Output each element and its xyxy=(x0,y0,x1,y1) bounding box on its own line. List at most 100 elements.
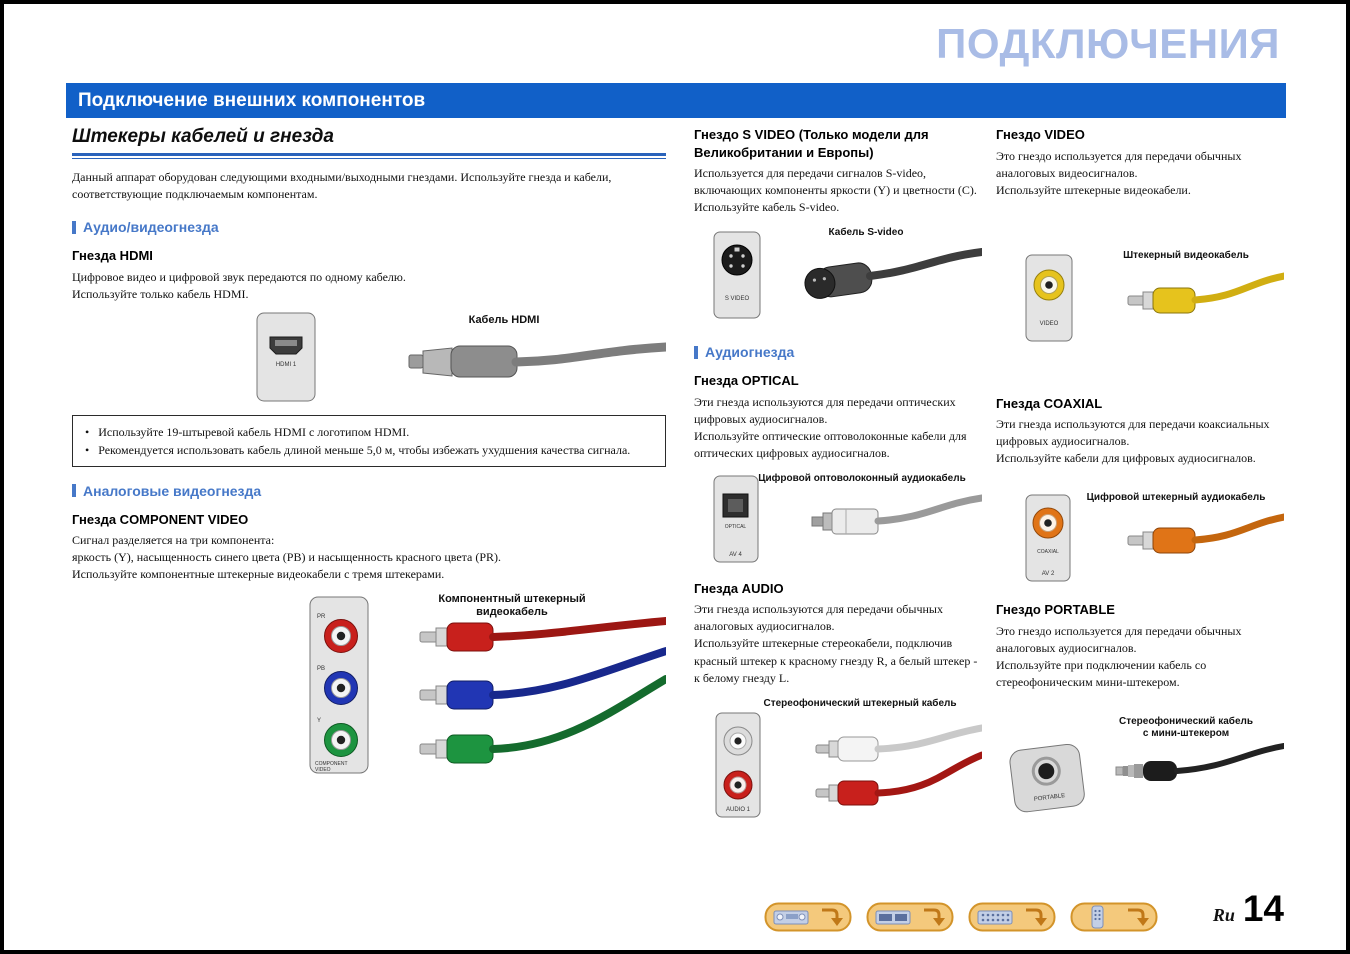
audio-plugs-icon xyxy=(815,724,982,806)
page-number: 14 xyxy=(1242,888,1284,929)
portable-jack-icon: PORTABLE xyxy=(1009,743,1085,813)
nav-remote-control-button[interactable] xyxy=(1070,902,1158,932)
portable-jack-label: PORTABLE xyxy=(1034,793,1066,803)
nav-front-display-button[interactable] xyxy=(866,902,954,932)
subsection-audio-video: Аудио/видеогнезда xyxy=(72,219,666,235)
front-display-icon xyxy=(875,910,911,925)
subsection-marker-icon xyxy=(72,220,76,234)
audio-figure: Стереофонический штекерный кабель AUDIO … xyxy=(715,697,982,818)
subsection-audio-video-label: Аудио/видеогнезда xyxy=(83,219,219,236)
hdmi-description: Цифровое видео и цифровой звук передаютс… xyxy=(72,269,406,301)
component-jack-label-y: Y xyxy=(317,718,321,724)
component-jack-label-pb: PB xyxy=(317,666,325,672)
component-cable-label-line1: Компонентный штекерный xyxy=(438,593,585,605)
hdmi-figure: HDMI 1 Кабель HDMI xyxy=(256,312,666,402)
video-jack-icon: VIDEO xyxy=(1025,254,1073,342)
portable-cable-label-line2: с мини-штекером xyxy=(1143,728,1229,739)
coaxial-cable-label: Цифровой штекерный аудиокабель xyxy=(1087,491,1266,503)
svideo-cable-label: Кабель S-video xyxy=(829,226,904,238)
subsection-audio: Аудиогнезда xyxy=(694,344,982,360)
svideo-figure: Кабель S-video S VIDEO xyxy=(713,226,982,319)
portable-plug-icon xyxy=(1115,742,1284,781)
component-video-heading: Гнезда COMPONENT VIDEO xyxy=(72,511,249,527)
nav-front-panel-button[interactable] xyxy=(764,902,852,932)
language-label: Ru xyxy=(1212,905,1235,925)
footer-navigation xyxy=(764,902,1158,932)
middle-column: Гнездо S VIDEO (Только модели для Велико… xyxy=(694,126,982,828)
section-rule-thin xyxy=(72,158,666,159)
hdmi-note-list: Используйте 19-штыревой кабель HDMI с ло… xyxy=(85,423,653,459)
svideo-plug-icon xyxy=(804,262,873,300)
return-arrow-icon xyxy=(822,908,843,926)
front-panel-icon xyxy=(773,910,809,925)
coaxial-figure: Цифровой штекерный аудиокабель COAXIAL A… xyxy=(1025,491,1284,582)
video-plug-icon xyxy=(1127,272,1284,314)
optical-cable-label: Цифровой оптоволоконный аудиокабель xyxy=(758,472,966,484)
video-description: Это гнездо используется для передачи обы… xyxy=(996,148,1242,197)
svideo-jack-label: S VIDEO xyxy=(725,296,750,302)
left-column: Штекеры кабелей и гнезда Данный аппарат … xyxy=(72,126,666,777)
component-video-description: Сигнал разделяется на три компонента: яр… xyxy=(72,533,502,582)
component-jack-label-pr: PR xyxy=(317,614,326,620)
coaxial-description: Эти гнезда используются для передачи коа… xyxy=(996,417,1270,466)
audio-jack-label: AUDIO 1 xyxy=(726,807,751,813)
return-arrow-icon xyxy=(1026,908,1047,926)
optical-jack-label: OPTICAL xyxy=(725,524,747,530)
subsection-marker-icon xyxy=(694,345,698,359)
audio-cable-label: Стереофонический штекерный кабель xyxy=(763,697,956,709)
component-cable-label-line2: видеокабель xyxy=(476,606,548,618)
rear-panel-icon xyxy=(977,910,1013,925)
page-header-title: ПОДКЛЮЧЕНИЯ xyxy=(936,20,1280,67)
hdmi-heading: Гнезда HDMI xyxy=(72,248,153,264)
subsection-analog-video-label: Аналоговые видеогнезда xyxy=(83,482,262,499)
page-number-block: Ru 14 xyxy=(1213,888,1284,930)
subsection-audio-label: Аудиогнезда xyxy=(705,344,795,361)
section-banner: Подключение внешних компонентов xyxy=(66,83,1286,118)
component-figure: Компонентный штекерный видеокабель PR PB… xyxy=(309,593,666,774)
optical-jack-sublabel: AV 4 xyxy=(729,552,742,558)
coaxial-plug-icon xyxy=(1127,513,1284,554)
subsection-marker-icon xyxy=(72,484,76,498)
hdmi-cable-icon xyxy=(408,342,666,378)
banner-title: Подключение внешних компонентов xyxy=(78,90,426,111)
hdmi-cable-label: Кабель HDMI xyxy=(469,314,540,326)
portable-description: Это гнездо используется для передачи обы… xyxy=(996,623,1242,689)
component-panel-label-line2: VIDEO xyxy=(315,767,331,773)
svideo-heading: Гнездо S VIDEO (Только модели для Велико… xyxy=(694,127,929,160)
coaxial-jack-sublabel: AV 2 xyxy=(1042,571,1055,577)
optical-figure: Цифровой оптоволоконный аудиокабель OPTI… xyxy=(713,472,982,563)
svideo-cable-line xyxy=(866,248,982,281)
video-figure: Штекерный видеокабель VIDEO xyxy=(1025,249,1284,342)
subsection-analog-video: Аналоговые видеогнезда xyxy=(72,483,666,499)
portable-heading: Гнездо PORTABLE xyxy=(996,602,1115,618)
video-heading: Гнездо VIDEO xyxy=(996,127,1085,142)
return-arrow-icon xyxy=(924,908,945,926)
audio-description: Эти гнезда используются для передачи обы… xyxy=(694,602,978,685)
section-title: Штекеры кабелей и гнезда xyxy=(72,126,334,147)
note-item: Рекомендуется использовать кабель длиной… xyxy=(85,441,653,459)
hdmi-note-box: Используйте 19-штыревой кабель HDMI с ло… xyxy=(72,414,666,467)
hdmi-jack-icon: HDMI 1 xyxy=(256,312,316,402)
coaxial-jack-icon: COAXIAL AV 2 xyxy=(1025,494,1071,582)
section-rule-thick xyxy=(72,153,666,156)
optical-plug-icon xyxy=(811,494,982,535)
return-arrow-icon xyxy=(1128,908,1149,926)
nav-rear-panel-button[interactable] xyxy=(968,902,1056,932)
video-cable-label: Штекерный видеокабель xyxy=(1123,249,1249,261)
optical-jack-icon: OPTICAL AV 4 xyxy=(713,475,759,563)
coaxial-heading: Гнезда COAXIAL xyxy=(996,395,1103,411)
component-plugs-icon xyxy=(419,617,666,764)
coaxial-jack-label: COAXIAL xyxy=(1037,549,1059,555)
component-panel-label-line1: COMPONENT xyxy=(315,761,348,767)
note-item: Используйте 19-штыревой кабель HDMI с ло… xyxy=(85,423,653,441)
audio-jacks-icon: AUDIO 1 xyxy=(715,712,761,818)
component-jacks-icon: PR PB Y COMPONENT VIDEO xyxy=(309,596,369,774)
video-jack-label: VIDEO xyxy=(1040,321,1059,327)
intro-paragraph: Данный аппарат оборудован следующими вхо… xyxy=(72,170,612,202)
optical-heading: Гнезда OPTICAL xyxy=(694,373,799,389)
portable-figure: Стереофонический кабель с мини-штекером … xyxy=(1009,715,1284,813)
hdmi-jack-label: HDMI 1 xyxy=(276,362,297,368)
portable-cable-label-line1: Стереофонический кабель xyxy=(1119,715,1253,727)
optical-description: Эти гнезда используются для передачи опт… xyxy=(694,394,967,460)
